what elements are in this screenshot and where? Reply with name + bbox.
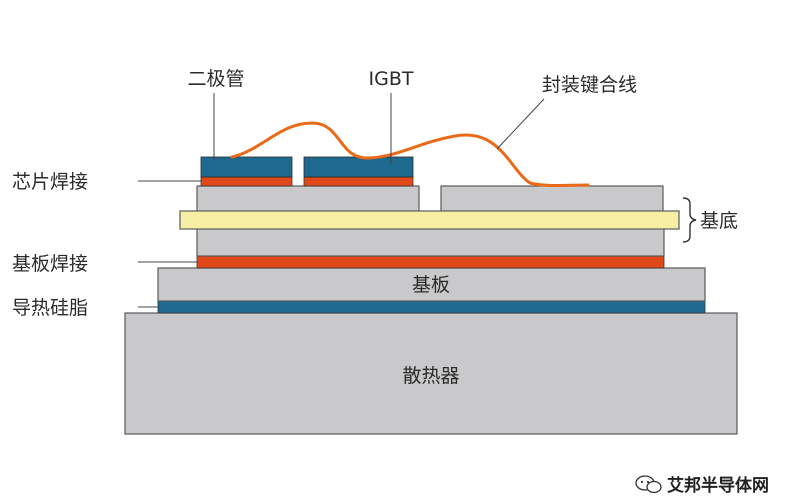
substrate-upper-copper-right	[440, 185, 664, 214]
heatsink-label: 散热器	[402, 365, 459, 387]
heatsink-block	[124, 312, 738, 435]
igbt-chip	[303, 156, 414, 178]
bond-wire-leader	[496, 98, 545, 150]
baseplate-block	[157, 267, 706, 302]
substrate-lower-copper	[196, 227, 665, 257]
igbt-chip-solder	[303, 176, 414, 187]
watermark: 艾邦半导体网	[635, 475, 769, 496]
wechat-icon	[635, 475, 662, 494]
watermark-text: 艾邦半导体网	[667, 475, 769, 496]
bond-wire-label: 封装键合线	[542, 74, 637, 96]
bond-wire	[230, 121, 590, 187]
substrate-ceramic-layer	[179, 210, 680, 230]
baseplate-label: 基板	[412, 274, 450, 296]
substrate-solder-layer	[196, 255, 665, 269]
thermal-grease-label: 导热硅脂	[12, 297, 88, 319]
substrate-brace	[682, 197, 697, 243]
diode-label: 二极管	[187, 68, 244, 90]
substrate-label: 基底	[700, 210, 738, 232]
igbt-label: IGBT	[369, 68, 414, 90]
diode-chip-solder	[200, 176, 293, 187]
diode-chip	[200, 156, 293, 178]
thermal-grease-layer	[157, 300, 706, 314]
substrate-solder-label: 基板焊接	[12, 253, 88, 275]
substrate-upper-copper-left	[196, 185, 420, 214]
chip-solder-label: 芯片焊接	[12, 171, 88, 193]
